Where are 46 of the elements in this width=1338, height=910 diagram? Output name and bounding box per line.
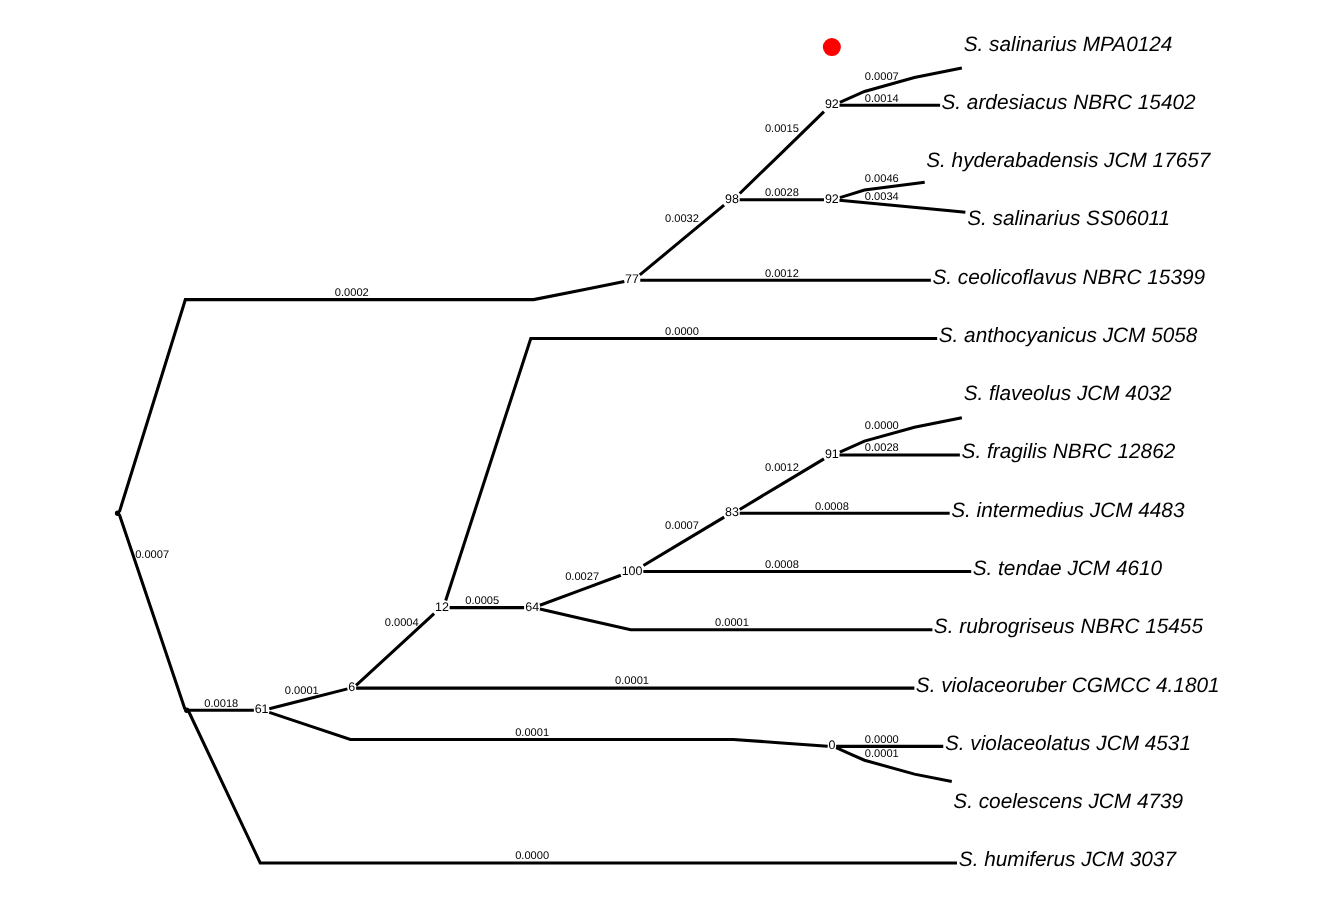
node-text: S. hyderabadensis JCM 17657: [926, 151, 1211, 174]
node-text: S. humiferus JCM 3037: [958, 850, 1176, 873]
connector: [117, 279, 625, 513]
node-text: S. coelescens JCM 4739: [953, 792, 1184, 815]
connector: [738, 110, 825, 195]
node-text: S. violaceolatus JCM 4531: [944, 733, 1192, 756]
connector: [638, 203, 726, 277]
node-text: S. flaveolus JCM 4032: [963, 384, 1172, 407]
connector: [187, 710, 957, 865]
connector: [739, 198, 824, 202]
connector: [642, 515, 725, 567]
node-text: S. violaceoruber CGMCC 4.1801: [915, 675, 1220, 698]
connector: [836, 744, 944, 748]
connector: [738, 457, 825, 511]
connector: [188, 708, 254, 712]
connector: [643, 570, 972, 574]
connector: [117, 514, 187, 710]
connector: [839, 416, 963, 454]
node-text: S. tendae JCM 4610: [972, 559, 1163, 582]
connector: [356, 686, 915, 690]
connector: [268, 710, 828, 748]
connector: [835, 746, 953, 784]
connector: [640, 278, 931, 282]
connector: [539, 573, 622, 607]
connector: [444, 336, 938, 601]
node-text: S. rubrogriseus NBRC 15455: [933, 617, 1203, 640]
node-circle: [822, 38, 841, 57]
node-point: [114, 510, 121, 516]
connector: [839, 198, 966, 214]
connector: [355, 612, 436, 687]
connector: [839, 103, 941, 107]
node-text: S. salinarius MPA0124: [963, 34, 1173, 57]
connector: [839, 180, 925, 200]
connector: [839, 66, 963, 104]
connector: [449, 606, 525, 610]
node-text: S. anthocyanicus JCM 5058: [938, 325, 1198, 348]
connector: [539, 607, 933, 632]
node-text: S. ceolicoflavus NBRC 15399: [932, 267, 1206, 290]
node-text: S. fragilis NBRC 12862: [961, 442, 1176, 465]
node-point: [184, 707, 190, 713]
node-text: S. ardesiacus NBRC 15402: [941, 92, 1196, 115]
connector: [839, 453, 960, 457]
connector: [268, 687, 348, 711]
node-text: S. salinarius SS06011: [967, 209, 1171, 232]
connector: [739, 511, 950, 515]
node-text: S. intermedius JCM 4483: [951, 500, 1185, 523]
